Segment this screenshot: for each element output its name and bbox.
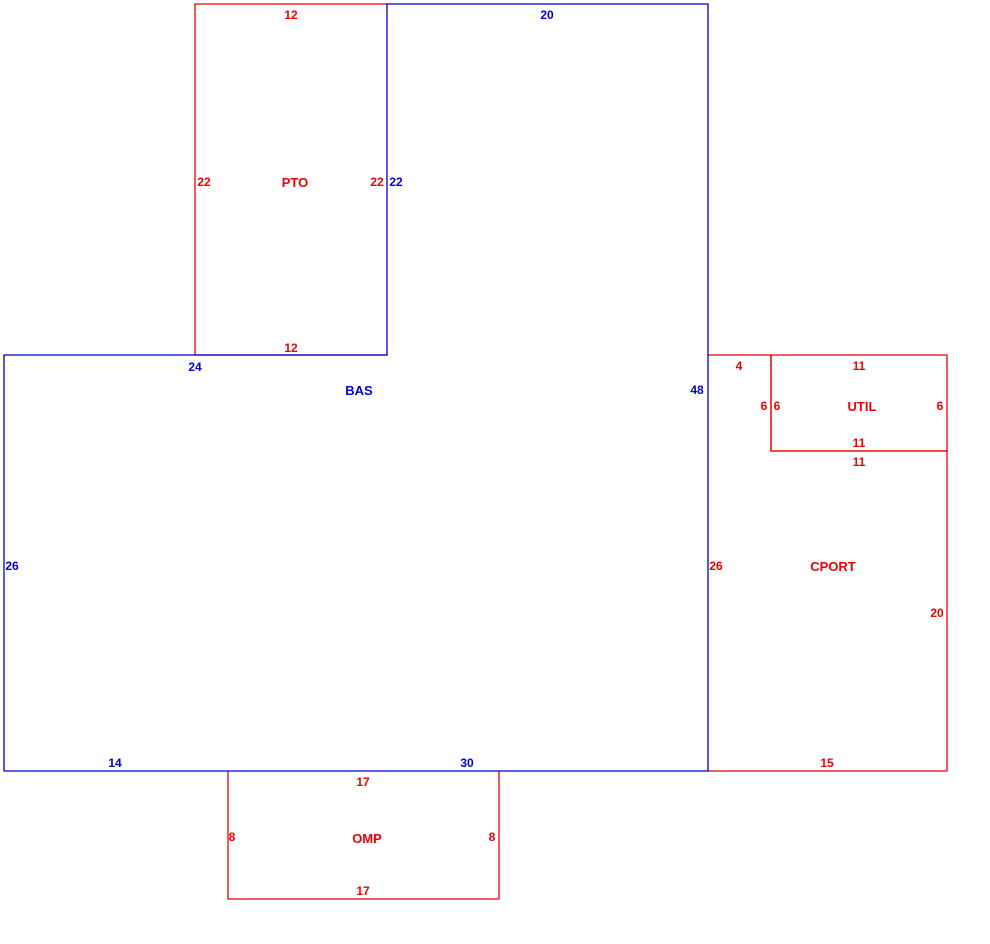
omp-outline [227, 771, 500, 900]
pto-left-dimension: 22 [197, 175, 211, 189]
cport-util-bottom-dimension: 11 [853, 455, 866, 469]
cport-area-label: CPORT [810, 559, 856, 574]
bas-bottom-right-dimension: 30 [460, 756, 474, 770]
bas-left-dimension: 26 [5, 559, 19, 573]
omp-right-dimension: 8 [489, 830, 496, 844]
pto-area-label: PTO [282, 175, 309, 190]
omp-bottom-dimension: 17 [356, 884, 370, 898]
util-bottom-dimension: 11 [853, 436, 866, 450]
bas-right-dimension: 48 [690, 383, 704, 397]
bas-pto-side-dimension: 22 [389, 175, 403, 189]
util-top-dimension: 11 [853, 359, 866, 373]
pto-bottom-dimension: 12 [284, 341, 298, 355]
pto-top-dimension: 12 [284, 8, 298, 22]
cport-util-side-dimension: 6 [761, 399, 768, 413]
omp-left-dimension: 8 [229, 830, 236, 844]
cport-top-dimension: 4 [736, 359, 743, 373]
util-area-label: UTIL [848, 399, 877, 414]
bas-area-label: BAS [345, 383, 373, 398]
cport-bottom-dimension: 15 [820, 756, 834, 770]
bas-left-top-dimension: 24 [188, 360, 202, 374]
pto-right-dimension: 22 [370, 175, 384, 189]
util-right-dimension: 6 [937, 399, 944, 413]
omp-top-dimension: 17 [356, 775, 370, 789]
util-left-dimension: 6 [774, 399, 781, 413]
cport-right-dimension: 20 [930, 606, 944, 620]
bas-top-dimension: 20 [540, 8, 554, 22]
cport-left-dimension: 26 [709, 559, 723, 573]
util-outline [770, 354, 948, 452]
bas-outline [3, 3, 709, 772]
bas-bottom-left-dimension: 14 [108, 756, 122, 770]
omp-area-label: OMP [352, 831, 382, 846]
